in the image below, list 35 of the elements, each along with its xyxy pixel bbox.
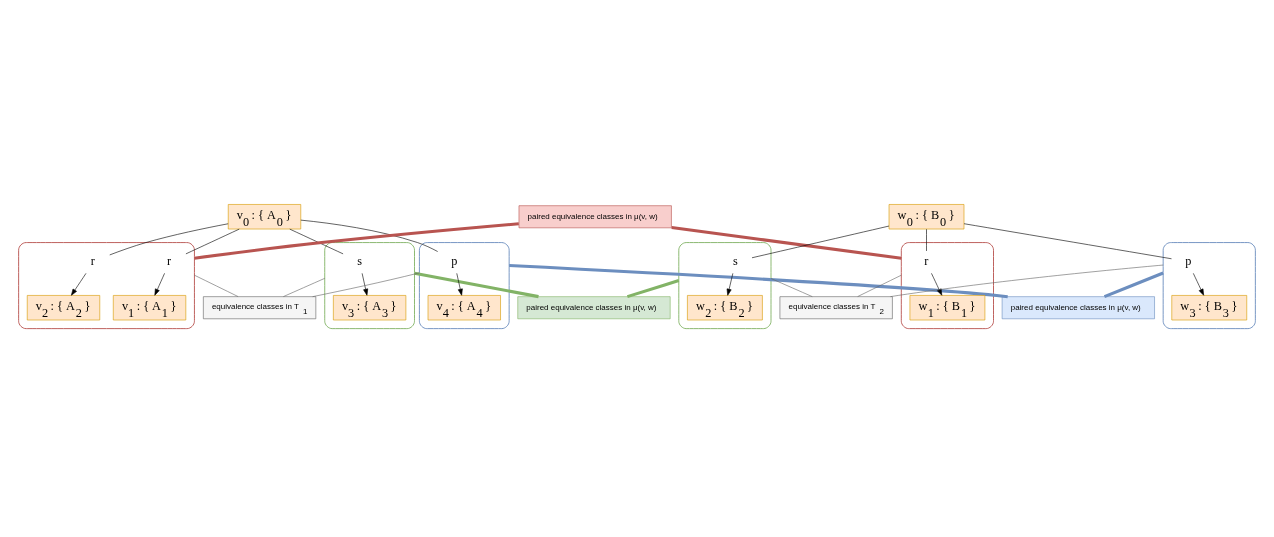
connector xyxy=(509,263,1008,298)
connector xyxy=(312,272,420,297)
connector xyxy=(770,277,813,297)
cluster xyxy=(1162,241,1256,329)
connector xyxy=(626,278,680,298)
node-text: p xyxy=(451,253,458,268)
connector xyxy=(671,225,902,260)
cluster xyxy=(678,241,772,329)
connector xyxy=(194,274,239,297)
cluster xyxy=(900,241,994,329)
connector xyxy=(414,271,539,298)
node-text: s xyxy=(357,253,363,268)
arrow xyxy=(931,272,943,296)
arrow xyxy=(456,272,463,296)
connector xyxy=(751,225,890,258)
connector xyxy=(1103,271,1164,298)
node-text: p xyxy=(1185,253,1192,268)
connector xyxy=(283,277,326,297)
arrow xyxy=(361,272,369,296)
arrow xyxy=(71,272,87,296)
arrow xyxy=(1193,272,1204,296)
arrow xyxy=(154,272,165,296)
node-text: s xyxy=(732,253,738,268)
connector xyxy=(926,228,927,251)
cluster xyxy=(18,241,195,329)
connector xyxy=(890,264,1164,297)
node-text: r xyxy=(167,253,172,268)
cluster xyxy=(418,241,510,329)
connector xyxy=(857,274,902,297)
cluster xyxy=(324,241,415,329)
node-text: r xyxy=(924,253,929,268)
node-text: r xyxy=(90,253,95,268)
arrow xyxy=(726,272,734,296)
connector xyxy=(194,221,519,260)
connector xyxy=(109,222,229,255)
